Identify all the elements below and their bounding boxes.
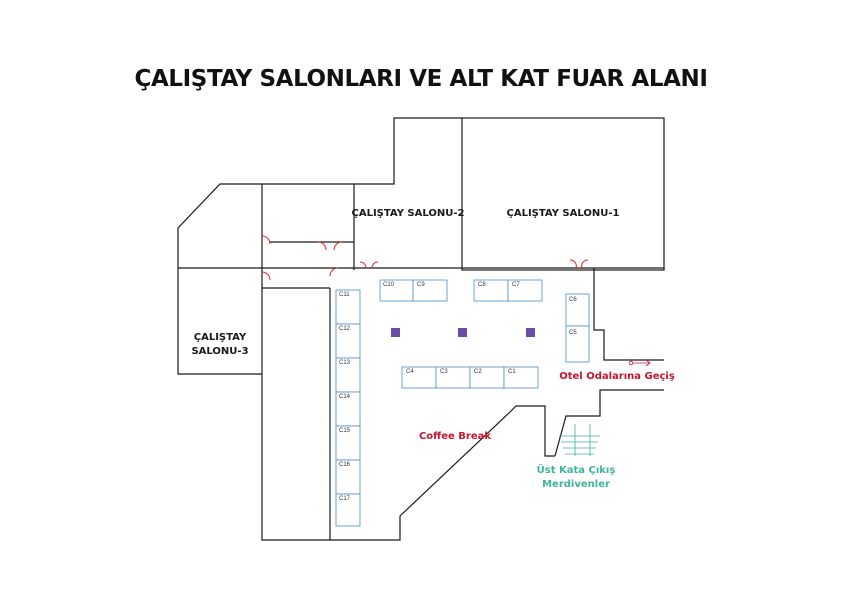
door-icon — [359, 261, 367, 269]
door-icon — [569, 259, 577, 269]
booth-label: C14 — [339, 394, 351, 400]
markers — [391, 328, 535, 337]
booth-label: C2 — [474, 369, 482, 375]
door-icon — [329, 267, 339, 277]
booth-c14 — [335, 391, 361, 427]
arrow-right-icon — [628, 359, 651, 367]
booth-c17 — [335, 493, 361, 527]
door-icon — [371, 261, 379, 269]
booth-label: C9 — [417, 282, 425, 288]
coffee-break-label: Coffee Break — [419, 431, 491, 442]
booth-label: C4 — [406, 369, 414, 375]
booths — [335, 279, 590, 527]
booth-c1 — [503, 366, 539, 389]
room-label-salon-3-line2: SALONU-3 — [191, 346, 248, 357]
booth-labels: C10 C9 C8 C7 C6 C5 C4 C3 C2 C1 C11 C12 C… — [339, 282, 577, 502]
booth-label: C11 — [339, 292, 350, 298]
room-label-salon-3-line1: ÇALIŞTAY — [194, 332, 247, 343]
doors — [261, 235, 589, 281]
door-icon — [333, 241, 343, 251]
booth-label: C17 — [339, 496, 351, 502]
stairs-label-line1: Üst Kata Çıkış — [537, 462, 616, 476]
booth-label: C10 — [383, 282, 395, 288]
booth-c16 — [335, 459, 361, 495]
booth-label: C7 — [512, 282, 520, 288]
booth-label: C3 — [440, 369, 448, 375]
marker-square — [458, 328, 467, 337]
room-label-salon-2: ÇALIŞTAY SALONU-2 — [352, 208, 465, 219]
booth-label: C1 — [508, 369, 516, 375]
room-label-salon-1: ÇALIŞTAY SALONU-1 — [507, 208, 620, 219]
door-icon — [261, 271, 271, 281]
stairs-label-line2: Merdivenler — [542, 479, 610, 490]
booth-c5 — [565, 325, 590, 363]
booth-label: C13 — [339, 360, 351, 366]
door-icon — [261, 235, 271, 245]
walls — [177, 117, 665, 541]
marker-square — [526, 328, 535, 337]
booth-label: C8 — [478, 282, 486, 288]
marker-square — [391, 328, 400, 337]
door-icon — [581, 259, 589, 269]
booth-label: C15 — [339, 428, 351, 434]
page-title: ÇALIŞTAY SALONLARI VE ALT KAT FUAR ALANI — [134, 66, 708, 92]
booth-label: C6 — [569, 297, 577, 303]
booth-c15 — [335, 425, 361, 461]
booth-label: C5 — [569, 330, 577, 336]
booth-c7 — [507, 279, 543, 302]
hotel-passage-label: Otel Odalarına Geçiş — [559, 371, 675, 382]
booth-c13 — [335, 357, 361, 393]
booth-c11 — [335, 289, 361, 325]
booth-c9 — [412, 279, 448, 302]
door-icon — [317, 241, 327, 251]
booth-label: C16 — [339, 462, 351, 468]
stairs-icon — [559, 424, 600, 456]
booth-label: C12 — [339, 326, 351, 332]
